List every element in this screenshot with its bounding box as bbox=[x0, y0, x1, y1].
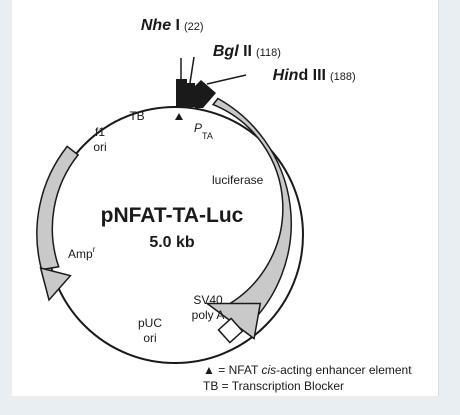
hind-position: (188) bbox=[330, 71, 356, 83]
nhe-label: Nhe I bbox=[141, 17, 180, 34]
nfat-enhancer-triangle bbox=[175, 113, 183, 120]
bgl-position: (118) bbox=[256, 47, 281, 59]
transcription-blocker-block bbox=[176, 79, 187, 107]
hind-label: Hind III bbox=[273, 67, 326, 84]
promoter-ta-arrow bbox=[195, 80, 216, 108]
tb-label: TB bbox=[129, 109, 144, 123]
plasmid-size: 5.0 kb bbox=[149, 234, 195, 251]
promoter-label: PTA bbox=[194, 121, 213, 141]
sv40-label-line2: poly A bbox=[192, 308, 225, 322]
plasmid-name: pNFAT-TA-Luc bbox=[101, 204, 244, 227]
f1-ori-label-line1: f1 bbox=[95, 125, 105, 139]
enhancer-block bbox=[187, 83, 195, 107]
bgl-label: Bgl II bbox=[213, 43, 252, 60]
puc-ori-label-line1: pUC bbox=[138, 316, 162, 330]
legend-transcription-blocker: TB = Transcription Blocker bbox=[203, 379, 344, 393]
puc-ori-label-line2: ori bbox=[143, 331, 156, 345]
amp-arrow bbox=[36, 145, 80, 271]
amp-arrowhead bbox=[39, 266, 72, 302]
sv40-polya-box bbox=[217, 317, 244, 344]
sv40-label-line1: SV40 bbox=[193, 293, 223, 307]
hind-leader bbox=[206, 74, 247, 85]
nhe-position: (22) bbox=[184, 21, 204, 33]
luciferase-label: luciferase bbox=[212, 173, 264, 187]
amp-resistance-label: Ampr bbox=[68, 245, 96, 261]
bgl-leader bbox=[189, 56, 195, 84]
legend-enhancer: ▲ = NFAT cis-acting enhancer element bbox=[203, 363, 412, 377]
f1-ori-label-line2: ori bbox=[93, 140, 106, 154]
